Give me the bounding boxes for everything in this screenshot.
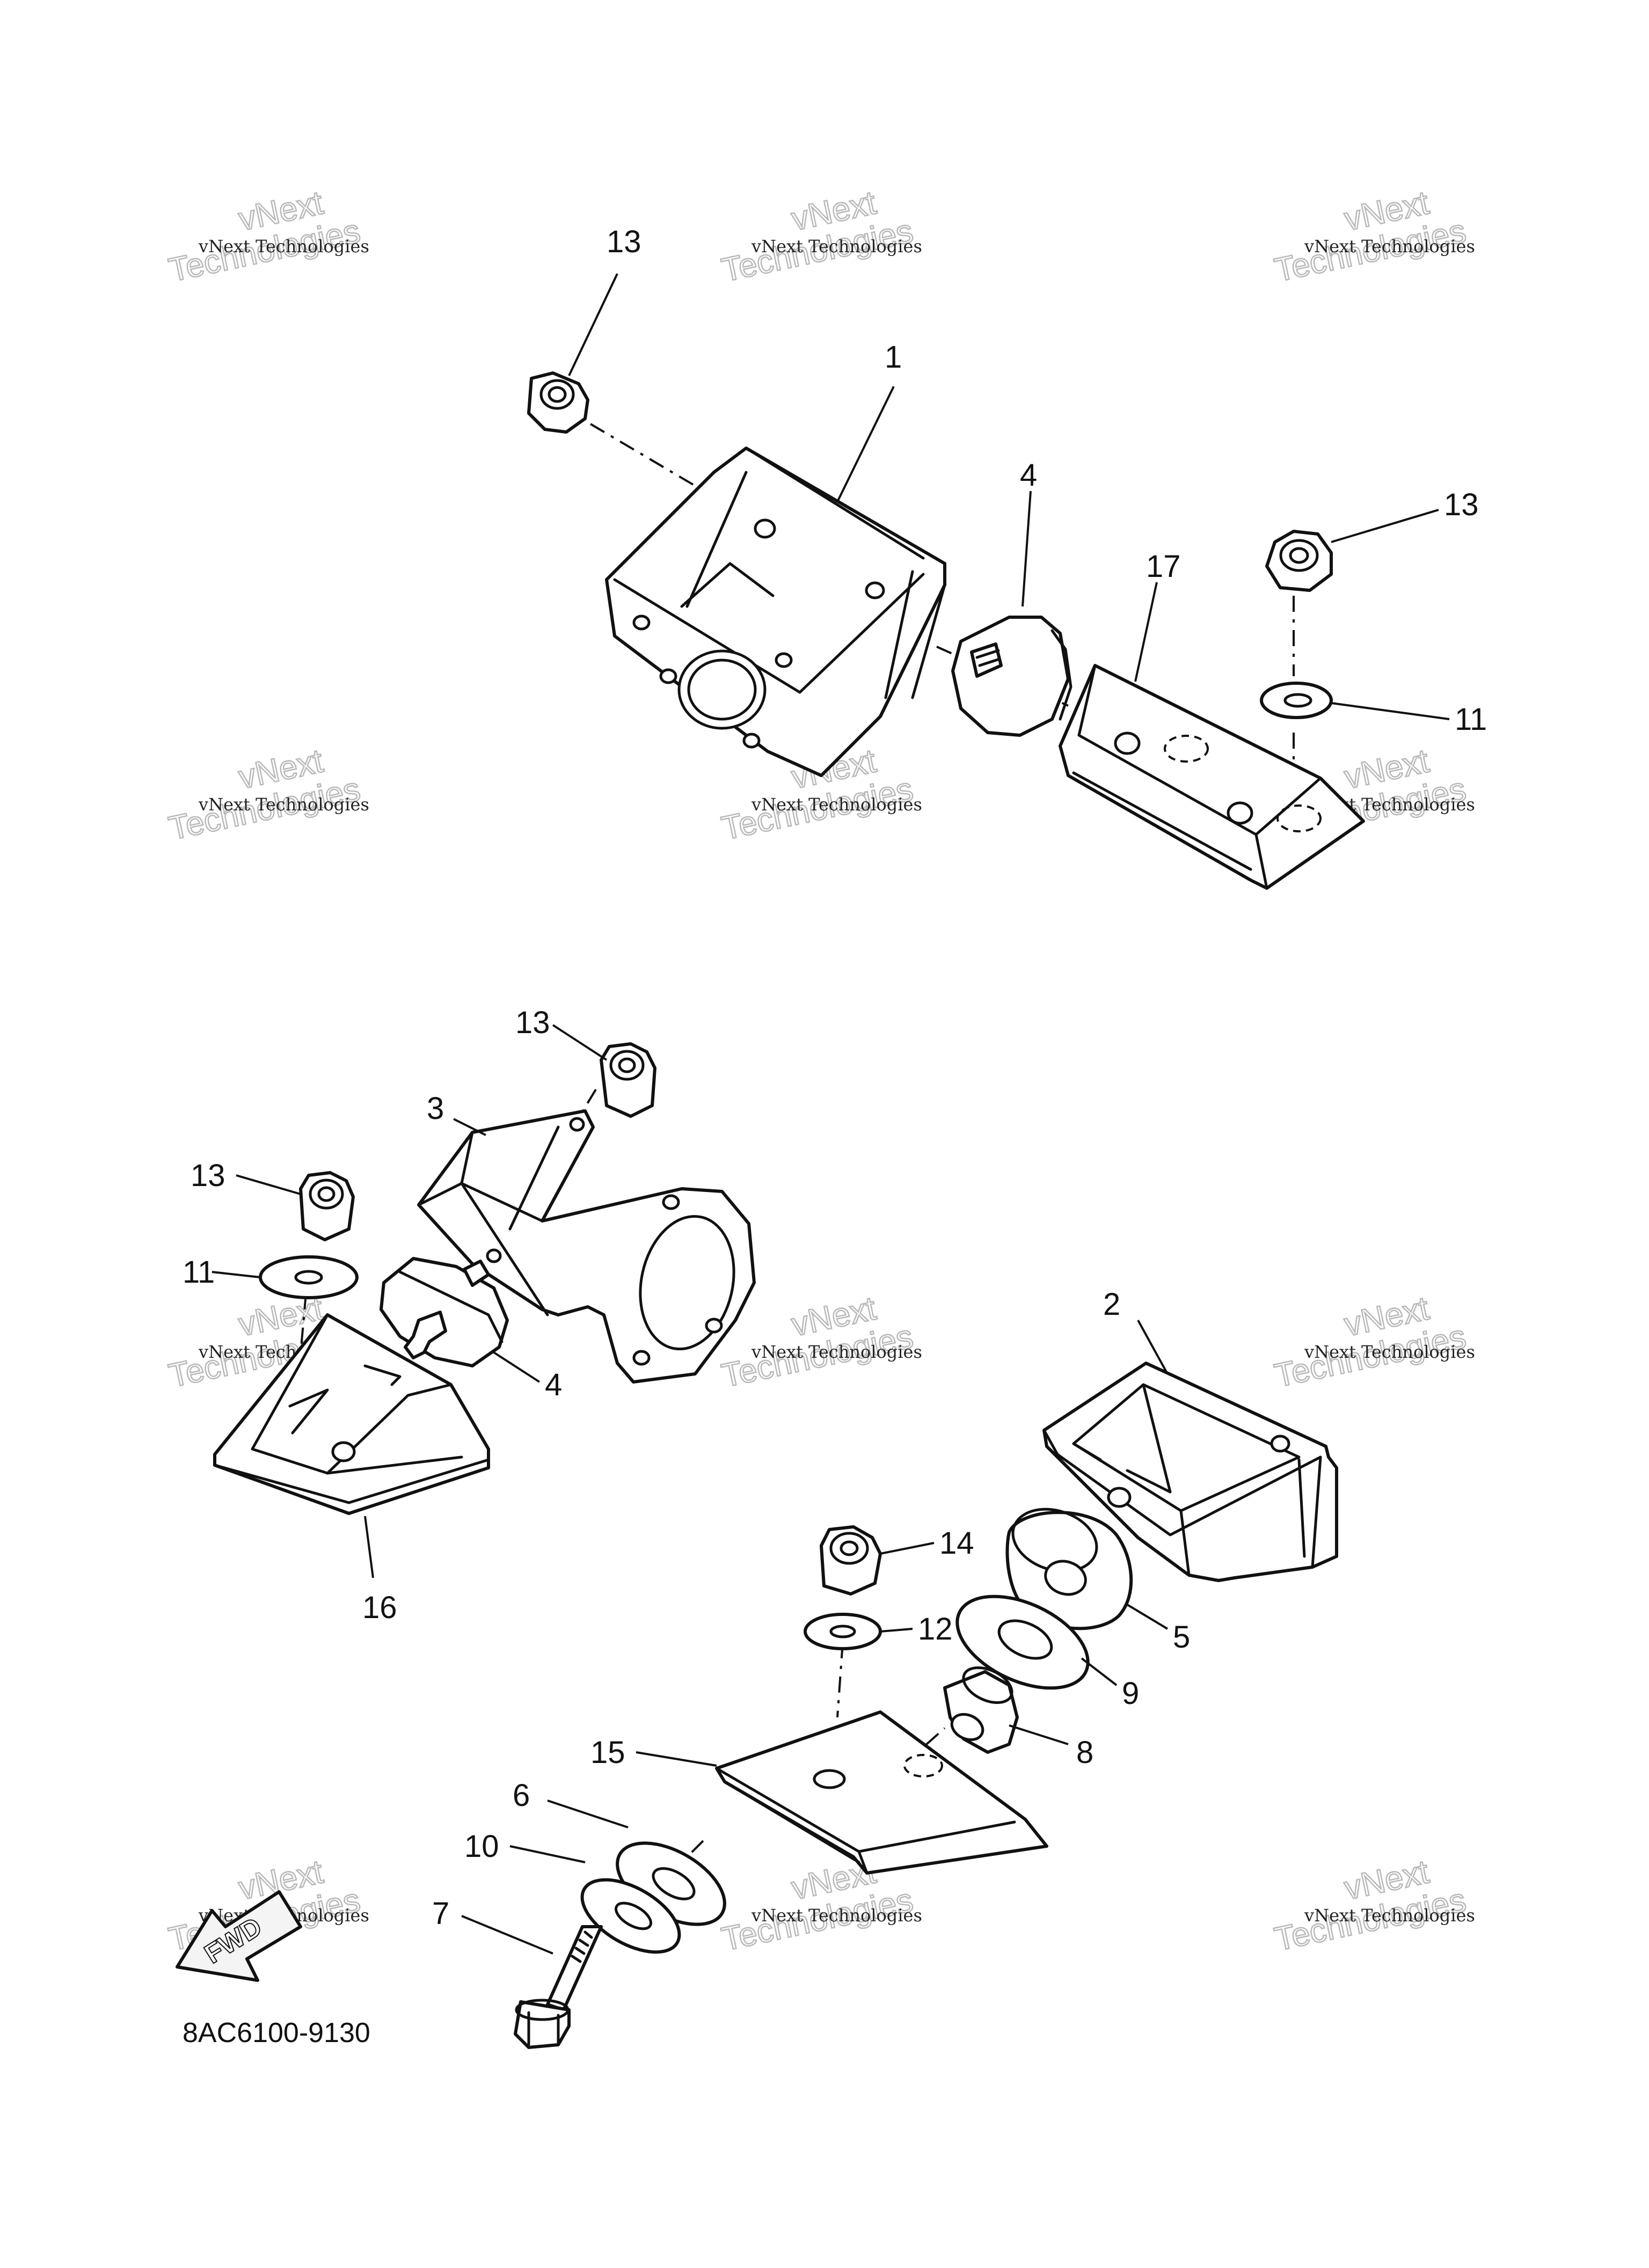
watermark-text: vNext Technologies (1304, 236, 1475, 257)
callout-14: 14 (939, 1526, 974, 1561)
watermark-text: vNext Technologies (751, 794, 922, 815)
left-mount-assembly: 13 3 13 11 4 16 (183, 1005, 756, 1625)
watermark: vNext Technologies vNext Technologies (1271, 1289, 1475, 1395)
flange-nut (527, 371, 589, 434)
callout-13: 13 (191, 1158, 225, 1193)
leader-line (1137, 1320, 1169, 1374)
callout-8: 8 (1076, 1735, 1093, 1770)
plain-washer (580, 1878, 681, 1954)
watermark: vNext Technologies vNext Technologies (1271, 1853, 1475, 1959)
engine-bracket (605, 447, 946, 777)
callout-9: 9 (1122, 1676, 1139, 1711)
leader-line (1081, 1657, 1118, 1686)
callout-15: 15 (590, 1735, 625, 1770)
leader-line (461, 1915, 553, 1955)
callout-11: 11 (1455, 702, 1487, 737)
leader-line (493, 1351, 541, 1383)
leader-line (236, 1174, 301, 1195)
leader-line (880, 1628, 913, 1633)
watermark-layer: vNext Technologies vNext Technologies vN… (165, 184, 1475, 1959)
frame-bracket (1059, 664, 1365, 890)
watermark-text: vNext Technologies (751, 1905, 922, 1926)
watermark: vNext Technologies vNext Technologies (165, 742, 369, 848)
leader-line (552, 1024, 608, 1061)
watermark: vNext Technologies vNext Technologies (165, 184, 369, 290)
callout-11: 11 (183, 1255, 215, 1290)
watermark-text: vNext Technologies (751, 236, 922, 257)
callout-16: 16 (362, 1590, 397, 1625)
catalog-code: 8AC6100-9130 (183, 2017, 370, 2048)
leader-line (547, 1799, 629, 1828)
leader-line (1331, 702, 1450, 720)
left-frame-bracket (213, 1313, 490, 1515)
leader-line (1009, 1724, 1069, 1745)
callout-4: 4 (545, 1367, 562, 1402)
watermark: vNext Technologies vNext Technologies (718, 1289, 922, 1395)
assembly-line (836, 1642, 844, 1718)
rubber-damper (1005, 1508, 1133, 1630)
callout-12: 12 (918, 1612, 953, 1647)
leader-line (636, 1751, 717, 1767)
watermark: vNext Technologies vNext Technologies (718, 184, 922, 290)
callout-3: 3 (427, 1091, 444, 1126)
rear-mount-assembly: 2 14 12 5 9 8 15 6 10 7 (432, 1287, 1338, 2049)
leader-line (568, 273, 618, 376)
leader-line (211, 1271, 261, 1278)
leader-line (1126, 1604, 1169, 1630)
watermark-text: vNext Technologies (198, 794, 369, 815)
callout-5: 5 (1173, 1620, 1190, 1655)
collar (943, 1666, 1019, 1754)
leader-line (364, 1516, 374, 1578)
callout-10: 10 (464, 1829, 499, 1864)
leader-line (509, 1845, 586, 1863)
rear-frame-bracket (715, 1710, 1048, 1875)
callout-6: 6 (513, 1778, 530, 1813)
leader-line (836, 386, 895, 502)
leader-line (1134, 582, 1158, 682)
flange-nut (299, 1171, 355, 1241)
callout-2: 2 (1103, 1287, 1120, 1322)
flange-nut (820, 1525, 882, 1596)
watermark-text: vNext Technologies (751, 1342, 922, 1362)
plain-washer (259, 1255, 359, 1299)
callout-4: 4 (1020, 458, 1037, 493)
flange-nut (600, 1042, 656, 1118)
watermark-text: vNext Technologies (198, 236, 369, 257)
callout-1: 1 (885, 340, 902, 375)
leader-line (453, 1118, 486, 1136)
callout-13: 13 (1444, 487, 1479, 522)
rubber-mount (380, 1257, 509, 1367)
callout-7: 7 (432, 1896, 449, 1931)
watermark-text: vNext Technologies (1304, 1342, 1475, 1362)
plain-washer (1260, 682, 1333, 719)
front-mount-assembly: 13 1 4 17 13 11 (527, 224, 1487, 890)
flange-nut (1265, 530, 1333, 592)
watermark: vNext Technologies vNext Technologies (1271, 184, 1475, 290)
flange-bolt (514, 1925, 603, 2049)
plain-washer (804, 1613, 882, 1650)
rubber-mount (951, 616, 1072, 737)
watermark-text: vNext Technologies (1304, 1905, 1475, 1926)
callout-13: 13 (515, 1005, 550, 1040)
rear-engine-bracket (1042, 1362, 1338, 1582)
left-engine-bracket (417, 1109, 756, 1384)
callout-13: 13 (607, 224, 641, 259)
leader-line (1331, 509, 1439, 543)
callout-17: 17 (1146, 549, 1181, 584)
spacer-washer (955, 1594, 1090, 1690)
leader-line (1021, 491, 1032, 607)
leader-line (880, 1542, 935, 1555)
